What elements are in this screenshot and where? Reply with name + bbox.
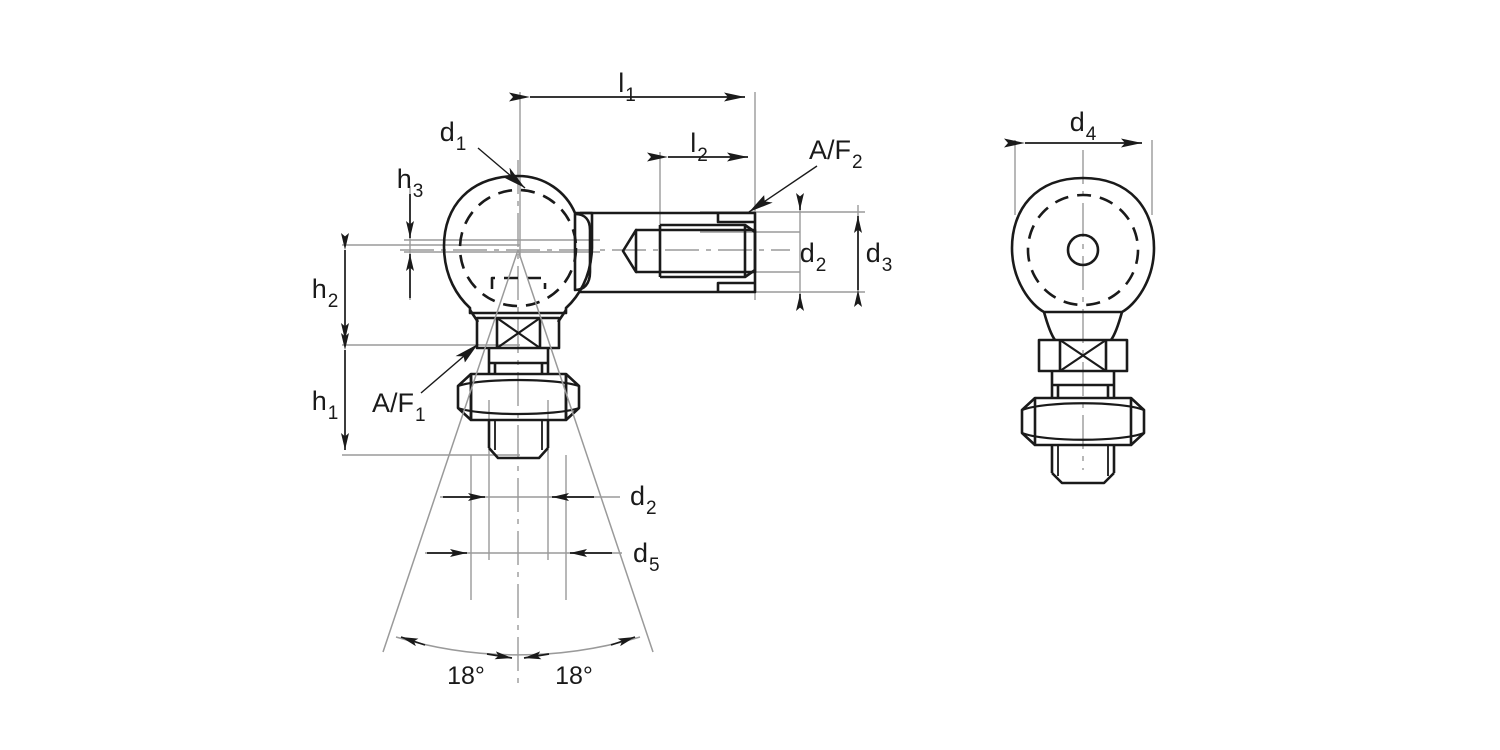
side-shank-inner-lines: [1056, 385, 1110, 398]
dim-arrow-angle-right-inner: [523, 651, 550, 660]
side-hexnut-chamfer-top: [1021, 402, 1145, 412]
bore-chamfer-tip: [621, 228, 638, 274]
front-view-body: [442, 174, 757, 460]
extension-lines-group: [342, 92, 1153, 600]
label-l2-subscript: 2: [697, 145, 708, 166]
label-l2: l2: [690, 128, 708, 166]
label-d4-subscript: 4: [1086, 124, 1097, 145]
label-d2-right: d2: [800, 238, 827, 276]
shank-inner-lines: [493, 363, 544, 374]
label-h1-subscript: 1: [328, 403, 339, 424]
arm-step-top: [716, 213, 755, 224]
hexnut-left-flat: [456, 373, 472, 421]
label-d2-right-subscript: 2: [816, 255, 827, 276]
leader-d1: [477, 147, 526, 189]
leader-lines-group: [420, 147, 818, 394]
label-d3: d3: [866, 238, 893, 276]
hexnut-chamfer-top: [457, 378, 580, 388]
hidden-ball-circle: [458, 188, 578, 308]
stud-end-chamfer: [488, 447, 549, 460]
label-d2-bottom-subscript: 2: [646, 498, 657, 519]
dimension-arrows-group: [341, 92, 1142, 660]
label-angle-left: 18°: [447, 662, 485, 690]
side-washer-cross-mark: [1059, 339, 1107, 372]
label-af1: A/F1: [372, 388, 426, 426]
label-h2: h2: [312, 274, 339, 312]
label-d2-bottom: d2: [630, 481, 657, 519]
side-hexnut-left-flat: [1020, 397, 1036, 446]
stud-sides: [487, 420, 550, 448]
bore-outline: [636, 228, 757, 274]
label-d5: d5: [633, 538, 660, 576]
stud-thread-lines: [494, 420, 543, 450]
shank-outer-lines: [487, 348, 550, 374]
arm-collar: [573, 212, 592, 292]
arm-step-bottom: [716, 281, 755, 292]
leader-af1: [420, 343, 479, 394]
side-hexnut-right-flat: [1130, 397, 1146, 446]
label-d5-subscript: 5: [649, 555, 660, 576]
washer-cross-mark: [496, 317, 541, 349]
side-washer-inner-lines: [1058, 340, 1108, 371]
dim-arrow-angle-left-inner: [486, 651, 513, 660]
ball-housing-outline: [442, 174, 594, 315]
label-d3-subscript: 3: [882, 255, 893, 276]
swivel-angle-cone: [382, 249, 654, 656]
label-l1: l1: [618, 68, 636, 106]
side-stud-sides: [1050, 445, 1116, 473]
label-af1-subscript: 1: [415, 405, 426, 426]
side-center-hole: [1066, 233, 1100, 267]
leader-af2: [748, 165, 818, 213]
label-af2: A/F2: [809, 135, 863, 173]
dimension-labels-group: l1 l2 d1 d2 d3 d2 d5 d4 h1 h2 h3 A/F1 A/…: [312, 68, 1097, 690]
side-ball-housing-outline: [1010, 176, 1156, 314]
angle-arc: [395, 636, 641, 656]
label-h3: h3: [397, 164, 424, 202]
label-angle-right: 18°: [555, 662, 593, 690]
side-washer-block: [1037, 338, 1129, 373]
label-d1: d1: [440, 117, 467, 155]
label-af2-subscript: 2: [852, 152, 863, 173]
dim-arrow-angle-left-outer: [400, 636, 426, 647]
label-h3-subscript: 3: [413, 181, 424, 202]
centerlines-group: [400, 150, 1084, 690]
side-view-body: [1010, 176, 1156, 485]
side-hidden-ball-circle: [1026, 193, 1140, 307]
label-h1: h1: [312, 386, 339, 424]
label-l1-subscript: 1: [625, 85, 636, 106]
side-stud-end-chamfer: [1051, 472, 1115, 485]
hidden-ball-seat: [490, 276, 547, 289]
label-d4: d4: [1070, 107, 1097, 145]
label-d1-subscript: 1: [456, 134, 467, 155]
hexnut-edge-lines: [469, 374, 568, 420]
washer-block: [475, 316, 561, 350]
hexnut-chamfer-bottom: [457, 406, 580, 416]
side-hexnut-chamfer-bottom: [1021, 431, 1145, 441]
label-h2-subscript: 2: [328, 291, 339, 312]
dim-arrow-angle-right-outer: [610, 636, 636, 647]
side-stud-thread-lines: [1057, 445, 1109, 476]
